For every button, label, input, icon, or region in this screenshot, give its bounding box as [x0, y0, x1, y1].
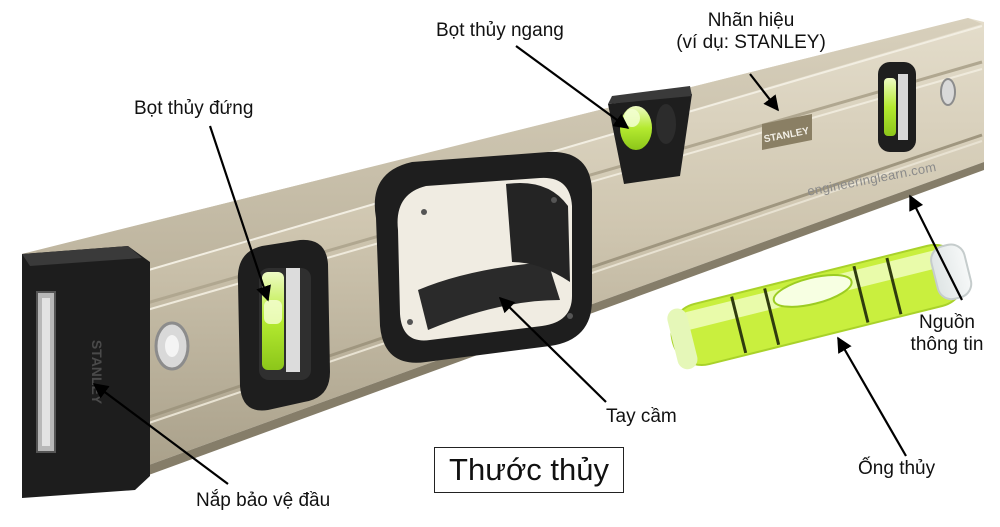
right-vertical-window — [878, 62, 916, 152]
label-source-line2: thông tin — [910, 334, 984, 355]
end-screw — [154, 321, 190, 371]
label-vertical-vial: Bọt thủy đứng — [134, 98, 254, 119]
label-handle: Tay cầm — [606, 406, 677, 427]
label-horizontal-vial: Bọt thủy ngang — [436, 20, 564, 41]
label-brand-line2: (ví dụ: STANLEY) — [676, 32, 826, 53]
arrow-brand — [749, 73, 779, 112]
vertical-vial-window — [237, 239, 330, 411]
label-source: Nguồn thông tin — [902, 312, 992, 356]
brand-plate: STANLEY — [762, 114, 812, 150]
end-cap-brand: STANLEY — [89, 340, 105, 405]
diagram-title: Thước thủy — [434, 447, 624, 493]
arrow-source — [909, 194, 963, 301]
arrow-end-cap — [92, 383, 229, 485]
label-vial-tube: Ống thủy — [858, 458, 936, 479]
label-brand: Nhãn hiệu (ví dụ: STANLEY) — [654, 10, 848, 54]
right-end-screw — [940, 78, 956, 106]
arrow-handle — [498, 296, 607, 403]
arrow-vial-tube — [837, 336, 907, 457]
label-source-line1: Nguồn — [919, 312, 975, 333]
handle — [374, 151, 592, 363]
label-end-cap: Nắp bảo vệ đầu — [196, 490, 331, 511]
label-brand-line1: Nhãn hiệu — [707, 10, 795, 31]
arrow-vertical-vial — [208, 125, 271, 302]
arrow-horizontal-vial — [515, 45, 630, 129]
annotation-arrows — [92, 45, 963, 485]
end-cap: STANLEY — [22, 246, 150, 498]
